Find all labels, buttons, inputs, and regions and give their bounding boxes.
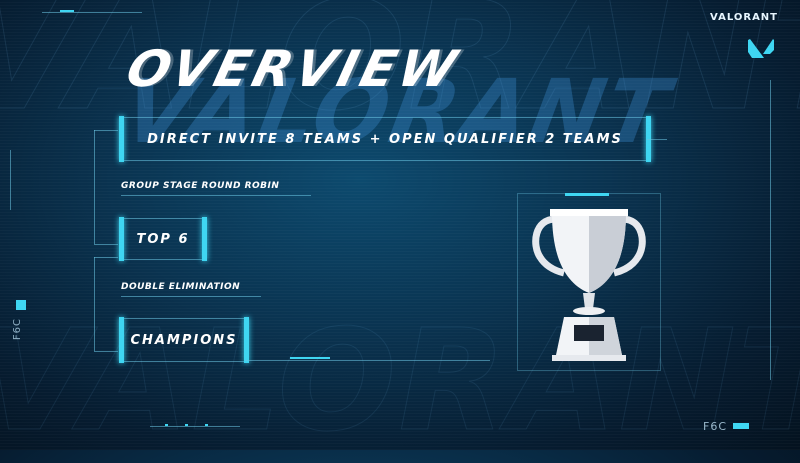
deco-bottom-dot-1 (165, 424, 168, 426)
trophy-icon (532, 209, 646, 361)
deco-top-dash (60, 10, 74, 12)
deco-left-line (10, 150, 11, 210)
deco-corner-square (733, 423, 749, 429)
page-title: OVERVIEW (120, 40, 466, 98)
deco-left-square (16, 300, 26, 310)
deco-right-line (770, 80, 771, 380)
stage-qualification-text: DIRECT INVITE 8 TEAMS + OPEN QUALIFIER 2… (147, 131, 623, 147)
connector-bottom-h (94, 351, 118, 352)
stage-box-tail (647, 139, 667, 140)
deco-bottom-dot-3 (205, 424, 208, 426)
stage-label-group-underline (121, 195, 311, 196)
connector-top-h (94, 130, 118, 131)
corner-code: F6C (703, 420, 728, 433)
trophy-frame-accent (565, 193, 609, 196)
deco-top-line (42, 12, 142, 13)
stage-top6-text: TOP 6 (136, 231, 190, 247)
connector-mid2-h (94, 257, 118, 258)
deco-bottom-line (150, 426, 240, 427)
stage-box-champions: CHAMPIONS (119, 317, 249, 363)
connector-mid-h (94, 244, 118, 245)
stage-label-group: GROUP STAGE ROUND ROBIN (121, 181, 280, 191)
stage-label-elimination-underline (121, 296, 261, 297)
connector-left-lower (94, 257, 95, 351)
valorant-logo-icon (748, 39, 774, 58)
stage-champions-text: CHAMPIONS (130, 332, 238, 348)
accent-dash-bottom (290, 357, 330, 359)
side-code: F6C (12, 318, 23, 341)
brand-logo-text: VALORANT (710, 12, 778, 23)
stage-box-qualification: DIRECT INVITE 8 TEAMS + OPEN QUALIFIER 2… (119, 116, 651, 162)
connector-left-upper (94, 130, 95, 244)
stage-label-elimination: DOUBLE ELIMINATION (121, 282, 241, 292)
deco-bottom-dot-2 (185, 424, 188, 426)
stage-box-top6: TOP 6 (119, 217, 207, 261)
champions-baseline (245, 360, 490, 361)
